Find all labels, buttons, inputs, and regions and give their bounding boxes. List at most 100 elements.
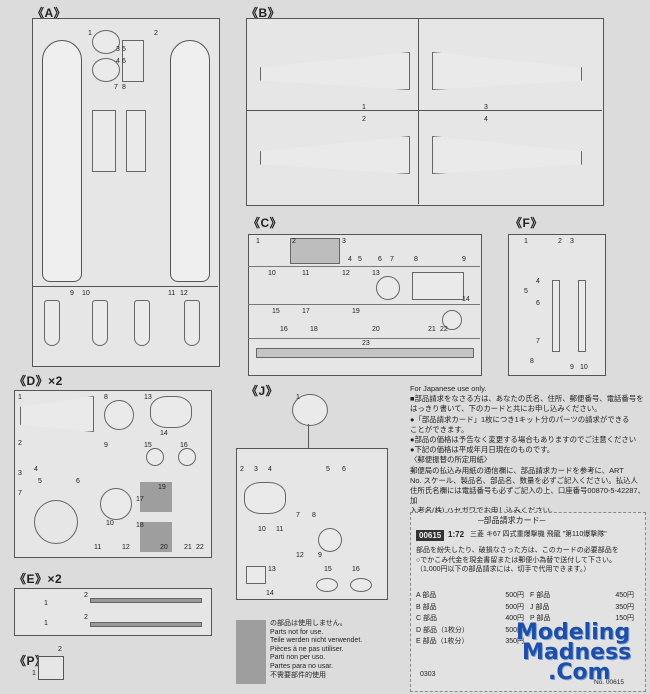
part-a10: 10	[82, 290, 90, 297]
sprue-e-frame	[14, 588, 212, 636]
nfu-line-2: Parts not for use.	[270, 628, 324, 636]
panel-part	[126, 110, 146, 172]
canopy-part	[92, 30, 120, 54]
sprue-b-vdivider	[418, 18, 419, 204]
part-f10: 10	[580, 364, 588, 371]
section-e-label: 《E》×2	[14, 572, 63, 586]
part-c19: 19	[352, 308, 360, 315]
part-j16: 16	[352, 566, 360, 573]
sprue-j-stem	[308, 424, 309, 448]
sprue-b-frame	[246, 18, 604, 206]
part-c1: 1	[256, 238, 260, 245]
part-p1: 1	[32, 670, 36, 677]
part-c10: 10	[268, 270, 276, 277]
part-d15: 15	[144, 442, 152, 449]
nfu-line-7: 不需要部件的使用	[270, 671, 326, 679]
part-j11: 11	[276, 526, 284, 533]
part-d7: 7	[18, 490, 22, 497]
part-f7: 7	[536, 338, 540, 345]
watermark-line-2: Madness	[522, 640, 632, 665]
part-c6: 6	[378, 256, 382, 263]
gun-rack-part	[290, 238, 340, 264]
section-c-label: 《C》	[248, 216, 283, 230]
not-for-use-d	[140, 482, 172, 512]
notice-line-10: 住所氏名欄には電話番号も必ずご記入の上、口座番号00870-5-42287、加	[410, 486, 645, 506]
part-c9: 9	[462, 256, 466, 263]
landing-strut-left	[552, 280, 560, 352]
part-c14: 14	[462, 296, 470, 303]
part-j8: 8	[312, 512, 316, 519]
part-c11: 11	[302, 270, 310, 277]
antenna-rod-1	[90, 598, 202, 603]
part-d22: 22	[196, 544, 204, 551]
engine-part	[100, 488, 132, 520]
propeller-blade-10	[92, 300, 108, 346]
notice-line-4: ことができます。	[410, 424, 469, 434]
turret-dome-part	[292, 394, 328, 426]
fuselage-right-part	[170, 40, 210, 282]
part-d5: 5	[38, 478, 42, 485]
part-e2b: 2	[84, 614, 88, 621]
notice-line-3: ●「部品請求カード」1枚につき1キット分のパーツの請求ができる	[410, 414, 630, 424]
part-c7: 7	[390, 256, 394, 263]
part-c4: 4	[348, 256, 352, 263]
part-f2: 2	[558, 238, 562, 245]
part-b1: 1	[362, 104, 366, 111]
part-j3: 3	[254, 466, 258, 473]
part-j9: 9	[318, 552, 322, 559]
part-d11: 11	[94, 544, 102, 551]
turret-ring-part	[442, 310, 462, 330]
nfu-line-4: Pièces à ne pas utiliser.	[270, 645, 344, 653]
wheel-part-16	[178, 448, 196, 466]
part-b3: 3	[484, 104, 488, 111]
part-b4: 4	[484, 116, 488, 123]
part-f1: 1	[524, 238, 528, 245]
part-c20: 20	[372, 326, 380, 333]
part-d8: 8	[104, 394, 108, 401]
part-j1: 1	[296, 394, 300, 401]
part-a12: 12	[180, 290, 188, 297]
part-d3: 3	[18, 470, 22, 477]
notice-line-11: 入者名(株) ハセガワでお申し込みください。	[410, 506, 558, 516]
antenna-rod-2	[90, 622, 202, 627]
part-f5: 5	[524, 288, 528, 295]
notice-line-5: ●部品の価格は予告なく変更する場合もありますのでご注意ください	[410, 435, 637, 445]
notice-line-8: 郵便局の払込み用紙の通信欄に、部品請求カードを参考に、ART	[410, 465, 624, 475]
part-d6: 6	[76, 478, 80, 485]
notice-line-6: ●下記の価格は平成年月日現在のものです。	[410, 445, 555, 455]
part-d16: 16	[180, 442, 188, 449]
part-c15: 15	[272, 308, 280, 315]
section-d-label: 《D》×2	[14, 374, 63, 388]
part-c22: 22	[440, 326, 448, 333]
watermark-line-1: Modeling	[516, 620, 631, 645]
part-j14: 14	[266, 590, 274, 597]
floor-part	[92, 110, 116, 172]
notice-line-1: ■部品請求をなさる方は、あなたの氏名、住所、郵便番号、電話番号を	[410, 394, 644, 404]
part-d10: 10	[106, 520, 114, 527]
part-f9: 9	[570, 364, 574, 371]
nfu-line-5: Parti non per uso.	[270, 654, 326, 662]
sprue-c-row3	[248, 338, 480, 339]
card-scale: 1:72	[448, 530, 465, 539]
card-desc: 部品を紛失したり、破損なさった方は、このカードの必要部品を ○でかこみ代金を現金…	[416, 546, 619, 575]
canopy-clear-part	[244, 482, 286, 514]
part-a7: 7	[114, 84, 118, 91]
propeller-blade-12	[184, 300, 200, 346]
instrument-panel-part	[412, 272, 464, 300]
part-c5: 5	[358, 256, 362, 263]
card-desc-2: ○でかこみ代金を現金書留または郵便小為替で送付して下さい。	[416, 556, 617, 564]
long-rod-part	[256, 348, 474, 358]
nfu-line-1: の部品は使用しません。	[270, 620, 347, 627]
part-d14: 14	[160, 430, 168, 437]
notice-line-7: 〈郵便振替の所定用紙〉	[410, 455, 492, 465]
landing-strut-right	[578, 280, 586, 352]
part-j2: 2	[240, 466, 244, 473]
sprue-c-row2	[248, 304, 480, 305]
part-d12: 12	[122, 544, 130, 551]
part-f6: 6	[536, 300, 540, 307]
